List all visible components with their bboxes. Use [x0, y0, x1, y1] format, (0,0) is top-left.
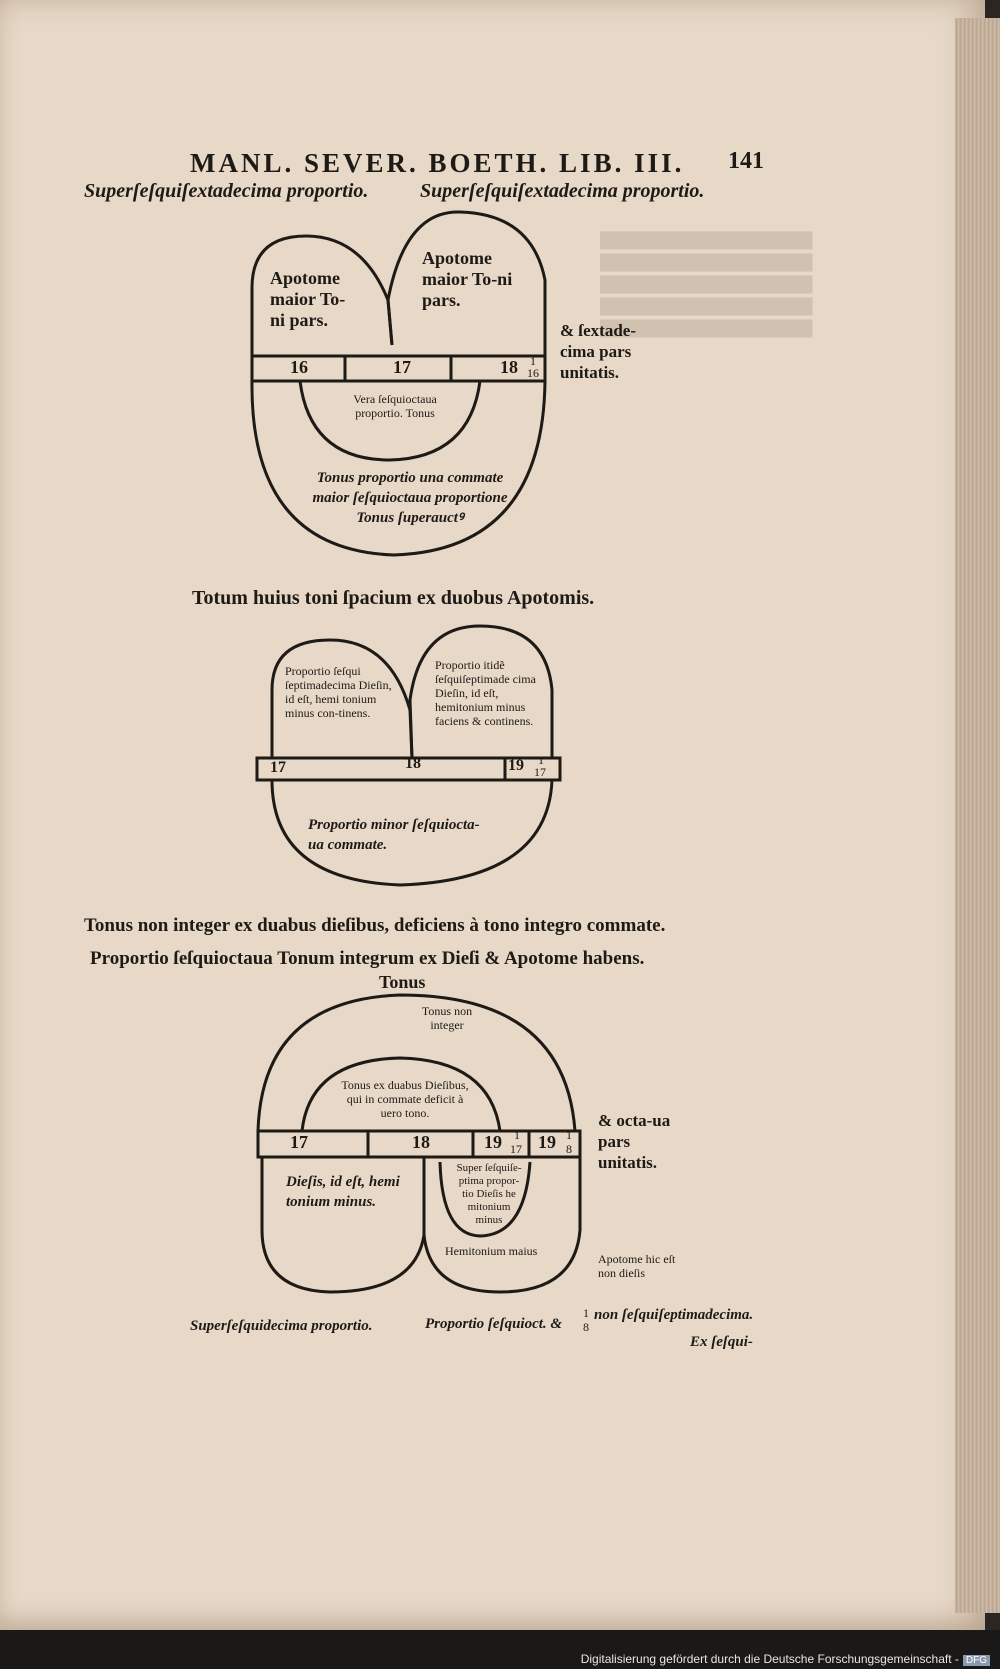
d1-outer-arc	[250, 380, 547, 557]
d3-title3: Tonus	[379, 972, 426, 992]
d3-title1: Tonus non integer ex duabus dieſibus, de…	[84, 915, 666, 936]
d2-left-lobe	[270, 638, 414, 759]
d1-fraction-den: 16	[527, 366, 539, 380]
d2-lower-arc-text: Proportio minor ſeſquiocta-ua commate.	[308, 817, 480, 853]
d2-number-17: 17	[270, 759, 286, 776]
bleed-through: ████████████████████████████████████████…	[600, 233, 813, 337]
d3-inner-arc-text: Tonus ex duabus Dieſibus, qui in commate…	[341, 1078, 469, 1120]
d1-side-note: & ſextade-cima pars unitatis.	[560, 321, 637, 382]
d1-inner-arc	[298, 380, 482, 462]
d3-side-note: & octa-ua pars unitatis.	[598, 1111, 671, 1172]
scan-footer-strip	[0, 1630, 1000, 1669]
d3-hemitonium-text: Hemitonium maius	[445, 1244, 538, 1258]
d1-right-lobe	[386, 210, 547, 356]
page-edges	[955, 18, 1000, 1613]
d1-left-lobe-text: Apotome maior To-ni pars.	[270, 268, 346, 330]
d3-bottom-left: Superſeſquidecima proportio.	[190, 1318, 373, 1334]
d3-fraction1-den: 17	[510, 1142, 522, 1156]
d3-number-18: 18	[412, 1132, 430, 1152]
d1-inner-arc-text: Vera ſeſquioctaua proportio. Tonus	[353, 392, 437, 420]
d2-left-lobe-text: Proportio ſeſqui ſeptimadecima Dieſin, i…	[285, 664, 392, 720]
d3-bottom-fraction-num: 1	[583, 1306, 589, 1320]
credit-text: Digitalisierung gefördert durch die Deut…	[580, 1652, 959, 1666]
d1-number-bar	[250, 354, 547, 383]
d2-number-18: 18	[405, 755, 421, 772]
book-page	[0, 0, 985, 1630]
d1-number-17: 17	[393, 357, 411, 377]
d1-caption-right: Superſeſquiſextadecima proportio.	[420, 180, 705, 202]
d3-outer-arc-text: Tonus non integer	[421, 1004, 473, 1032]
catchword: Ex ſeſqui-	[690, 1334, 753, 1350]
d3-outer-arc	[256, 993, 577, 1132]
d3-fraction1-num: 1	[514, 1128, 520, 1142]
d2-title: Totum huius toni ſpacium ex duobus Apoto…	[192, 587, 595, 609]
d2-right-lobe-text: Proportio itidẽ ſeſquiſeptimade cima Die…	[435, 658, 536, 728]
d3-left-lower-text: Dieſis, id eſt, hemi tonium minus.	[286, 1174, 400, 1210]
d3-title2: Proportio ſeſquioctaua Tonum integrum ex…	[90, 948, 645, 969]
d3-inner-lower-arc	[438, 1161, 532, 1238]
d1-caption-left: Superſeſquiſextadecima proportio.	[84, 180, 369, 202]
d3-number-bar	[256, 1129, 582, 1159]
d3-bottom-right-tail: non ſeſquiſeptimadecima.	[594, 1307, 754, 1323]
d1-left-lobe	[250, 234, 394, 356]
d1-right-lobe-text: Apotome maior To-ni pars.	[422, 248, 513, 310]
d3-fraction2-num: 1	[566, 1128, 572, 1142]
d2-fraction-num: 1	[538, 753, 544, 767]
d1-fraction-num: 1	[530, 354, 536, 368]
d3-right-lower-lobe	[422, 1157, 582, 1294]
d3-number-17: 17	[290, 1132, 308, 1152]
d2-lower-arc	[270, 779, 554, 887]
d3-left-lower-lobe	[260, 1157, 426, 1294]
digitization-credit: Digitalisierung gefördert durch die Deut…	[581, 1652, 990, 1666]
d2-number-19: 19	[508, 757, 524, 774]
d1-number-18: 18	[500, 357, 518, 377]
d3-apotome-note: Apotome hic eſt non dieſis	[598, 1252, 676, 1280]
d3-bottom-right: Proportio ſeſquioct. &	[425, 1316, 563, 1332]
d3-inner-arc	[300, 1056, 502, 1132]
running-title: MANL. SEVER. BOETH. LIB. III.	[190, 148, 685, 178]
d3-number-19a: 19	[484, 1132, 502, 1152]
folio-number: 141	[728, 148, 764, 174]
diagram-lines	[250, 210, 582, 1294]
d3-inner-lower-text: Super ſeſquiſe-ptima propor-tio Dieſis h…	[456, 1162, 522, 1226]
d2-right-lobe	[408, 624, 554, 759]
d1-outer-arc-text: Tonus proportio una commate maior ſeſqui…	[312, 470, 508, 526]
d2-fraction-den: 17	[534, 765, 546, 779]
dfg-logo: DFG	[962, 1655, 990, 1666]
d2-number-bar	[255, 756, 562, 782]
d3-bottom-fraction-den: 8	[583, 1320, 589, 1334]
d3-fraction2-den: 8	[566, 1142, 572, 1156]
d3-number-19b: 19	[538, 1132, 556, 1152]
d1-number-16: 16	[290, 357, 308, 377]
